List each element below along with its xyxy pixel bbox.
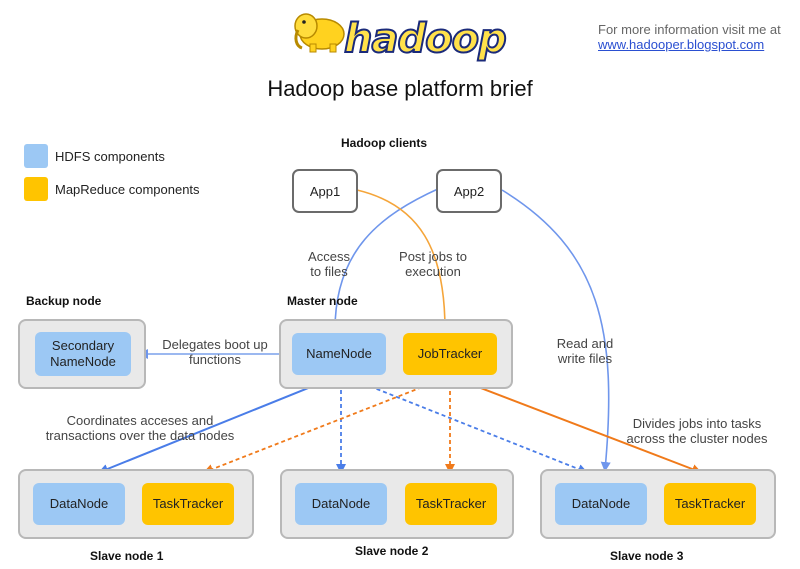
slave3-tasktracker: TaskTracker: [664, 483, 756, 525]
legend-swatch-mapreduce: [24, 177, 48, 201]
slave1-datanode: DataNode: [33, 483, 125, 525]
slave-node-2-heading: Slave node 2: [355, 544, 429, 558]
edge-jobtracker-tasktracker3: [451, 376, 702, 474]
legend-swatch-hdfs: [24, 144, 48, 168]
label-read-write: Read and write files: [556, 336, 614, 366]
edge-app2-datanode3: [501, 189, 611, 472]
legend-label-hdfs: HDFS components: [55, 149, 165, 164]
slave1-tasktracker: TaskTracker: [142, 483, 234, 525]
info-link[interactable]: www.hadooper.blogspot.com: [598, 37, 765, 52]
label-post-jobs: Post jobs to execution: [399, 249, 467, 279]
backup-node-heading: Backup node: [26, 294, 102, 308]
edge-namenode-datanode3: [343, 375, 588, 474]
clients-heading: Hadoop clients: [341, 136, 428, 150]
info-line: For more information visit me at: [598, 22, 781, 37]
secondary-namenode: Secondary NameNode: [35, 332, 131, 376]
slave-node-3-heading: Slave node 3: [610, 549, 684, 563]
app1-node: App1: [292, 169, 358, 213]
page-title: Hadoop base platform brief: [267, 76, 533, 101]
app2-node: App2: [436, 169, 502, 213]
edge-namenode-datanode1: [98, 375, 339, 474]
elephant-logo-icon: [292, 8, 348, 54]
edge-app1-jobtracker: [356, 189, 450, 332]
edge-app2-namenode: [330, 187, 441, 332]
info-note: For more information visit me at www.had…: [598, 22, 781, 52]
jobtracker: JobTracker: [403, 333, 497, 375]
legend-label-mapreduce: MapReduce components: [55, 182, 200, 197]
namenode: NameNode: [292, 333, 386, 375]
slave2-tasktracker: TaskTracker: [405, 483, 497, 525]
label-divides: Divides jobs into tasks across the clust…: [626, 416, 768, 446]
label-access-files: Access to files: [308, 249, 350, 279]
label-delegates: Delegates boot up functions: [162, 337, 268, 367]
slave2-datanode: DataNode: [295, 483, 387, 525]
master-node-heading: Master node: [287, 294, 358, 308]
edge-jobtracker-tasktracker1: [203, 376, 449, 474]
slave3-datanode: DataNode: [555, 483, 647, 525]
label-coordinates: Coordinates acceses and transactions ove…: [45, 413, 235, 443]
hadoop-logo-text: hadoop: [343, 15, 508, 63]
slave-node-1-heading: Slave node 1: [90, 549, 164, 563]
